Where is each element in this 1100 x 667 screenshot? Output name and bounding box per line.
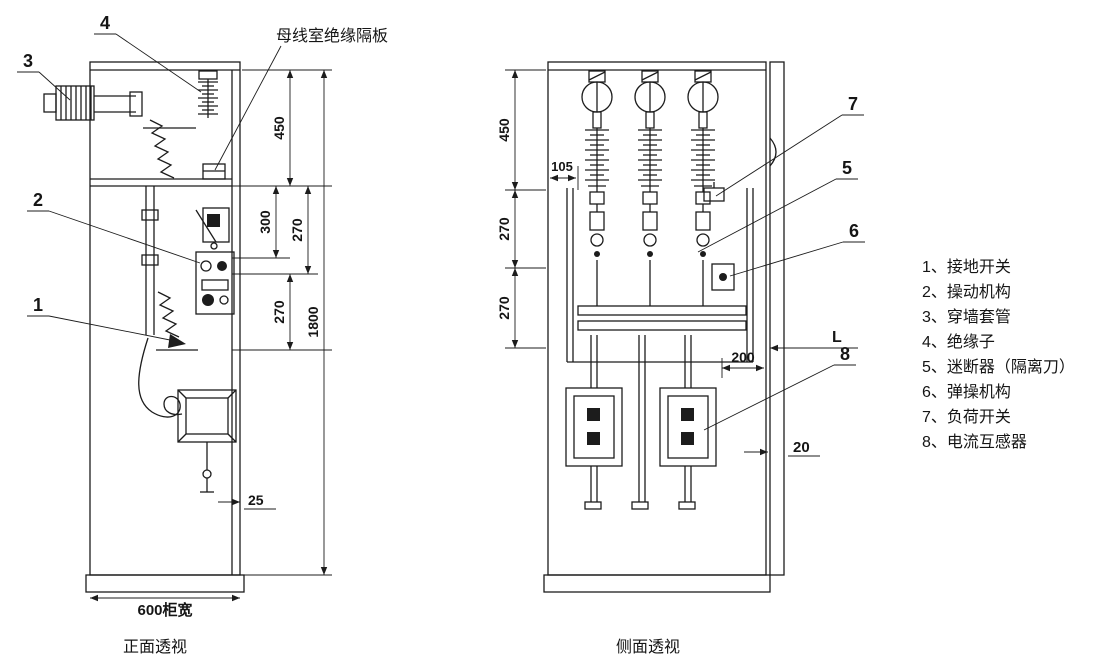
front-view-caption: 正面透视 xyxy=(123,638,187,656)
side-dim-20-text: 20 xyxy=(793,439,810,456)
front-dim-270-bottom: 270 xyxy=(271,274,294,350)
operating-mechanism-component xyxy=(195,251,235,315)
disconnector-component xyxy=(141,186,230,335)
front-callouts: 4 3 2 1 母线室绝缘隔板 xyxy=(17,13,388,342)
side-view-drawing: 450 270 270 105 200 L xyxy=(496,61,865,656)
spring-mechanism-component xyxy=(711,263,735,291)
side-cabinet-outline xyxy=(543,61,785,593)
front-dim-25-text: 25 xyxy=(248,492,264,508)
legend: 1、接地开关 2、操动机构 3、穿墙套管 4、绝缘子 5、迷断器（隔离刀） 6、… xyxy=(922,258,1075,451)
side-dim-20: 20 xyxy=(744,439,820,457)
front-dim-270-top: 270 xyxy=(289,186,312,274)
callout-3: 3 xyxy=(17,51,71,101)
phase-columns xyxy=(581,70,719,307)
legend-item-8: 8、电流互感器 xyxy=(922,433,1027,451)
cable-and-lower-box xyxy=(138,337,237,493)
side-callouts: 7 5 6 8 xyxy=(697,94,865,431)
conductor-bars xyxy=(584,335,696,510)
callout-2: 2 xyxy=(27,190,201,264)
busbar-insulator-component xyxy=(198,70,218,118)
callout-8-number: 8 xyxy=(840,344,850,364)
callout-4: 4 xyxy=(94,13,202,93)
callout-8: 8 xyxy=(703,344,856,431)
side-dim-270-bottom-text: 270 xyxy=(496,296,512,320)
side-dim-200: 200 xyxy=(721,349,764,378)
front-dim-270-bottom-text: 270 xyxy=(271,300,287,324)
side-dim-450: 450 xyxy=(496,70,519,190)
side-dim-270-bottom: 270 xyxy=(496,268,519,348)
front-view-drawing: 450 300 270 270 1800 25 xyxy=(17,13,388,656)
callout-4-number: 4 xyxy=(100,13,110,33)
front-cabinet-outline xyxy=(85,61,245,593)
front-dim-1800-text: 1800 xyxy=(305,306,321,337)
front-dim-300: 300 xyxy=(257,186,280,258)
legend-item-7: 7、负荷开关 xyxy=(922,408,1011,426)
callout-3-number: 3 xyxy=(23,51,33,71)
busbar-partition-label: 母线室绝缘隔板 xyxy=(214,27,388,171)
side-dim-105-text: 105 xyxy=(551,159,573,174)
front-dim-450: 450 xyxy=(271,70,294,186)
earthing-switch-component xyxy=(156,291,198,351)
side-frame xyxy=(566,188,754,363)
side-dim-450-text: 450 xyxy=(496,118,512,142)
legend-item-3: 3、穿墙套管 xyxy=(922,308,1011,326)
front-dim-450-text: 450 xyxy=(271,116,287,140)
front-dimensions: 450 300 270 270 1800 25 xyxy=(90,69,332,619)
callout-6: 6 xyxy=(729,221,865,277)
legend-item-4: 4、绝缘子 xyxy=(922,333,995,351)
callout-5: 5 xyxy=(697,158,858,253)
callout-2-number: 2 xyxy=(33,190,43,210)
callout-1: 1 xyxy=(27,295,176,342)
busbar-partition-text: 母线室绝缘隔板 xyxy=(276,27,388,45)
busbar-chamber-internals xyxy=(143,119,226,180)
busbar-assembly xyxy=(577,305,747,331)
front-dim-width: 600柜宽 xyxy=(90,594,240,619)
current-transformer-components xyxy=(565,387,717,467)
wall-bushing-component xyxy=(43,85,143,121)
callout-6-number: 6 xyxy=(849,221,859,241)
side-dimensions: 450 270 270 105 200 L xyxy=(496,69,858,457)
front-dim-width-text: 600柜宽 xyxy=(137,601,192,619)
side-dim-depth-L: L xyxy=(770,329,858,352)
legend-item-5: 5、迷断器（隔离刀） xyxy=(922,358,1075,376)
front-dim-270-top-text: 270 xyxy=(289,218,305,242)
front-dim-300-text: 300 xyxy=(257,210,273,234)
side-view-caption: 侧面透视 xyxy=(616,638,680,656)
callout-7-number: 7 xyxy=(848,94,858,114)
legend-item-1: 1、接地开关 xyxy=(922,258,1011,276)
legend-item-6: 6、弹操机构 xyxy=(922,383,1011,401)
callout-1-number: 1 xyxy=(33,295,43,315)
load-switch-component xyxy=(703,182,725,202)
front-dim-1800: 1800 xyxy=(305,70,328,575)
callout-5-number: 5 xyxy=(842,158,852,178)
side-dim-270-top: 270 xyxy=(496,190,519,268)
side-dim-270-top-text: 270 xyxy=(496,217,512,241)
side-dim-200-text: 200 xyxy=(731,349,755,365)
legend-item-2: 2、操动机构 xyxy=(922,283,1011,301)
callout-7: 7 xyxy=(715,94,864,197)
front-dim-25: 25 xyxy=(218,492,276,510)
side-dim-depth-text: L xyxy=(832,329,842,346)
side-dim-105: 105 xyxy=(550,159,576,182)
